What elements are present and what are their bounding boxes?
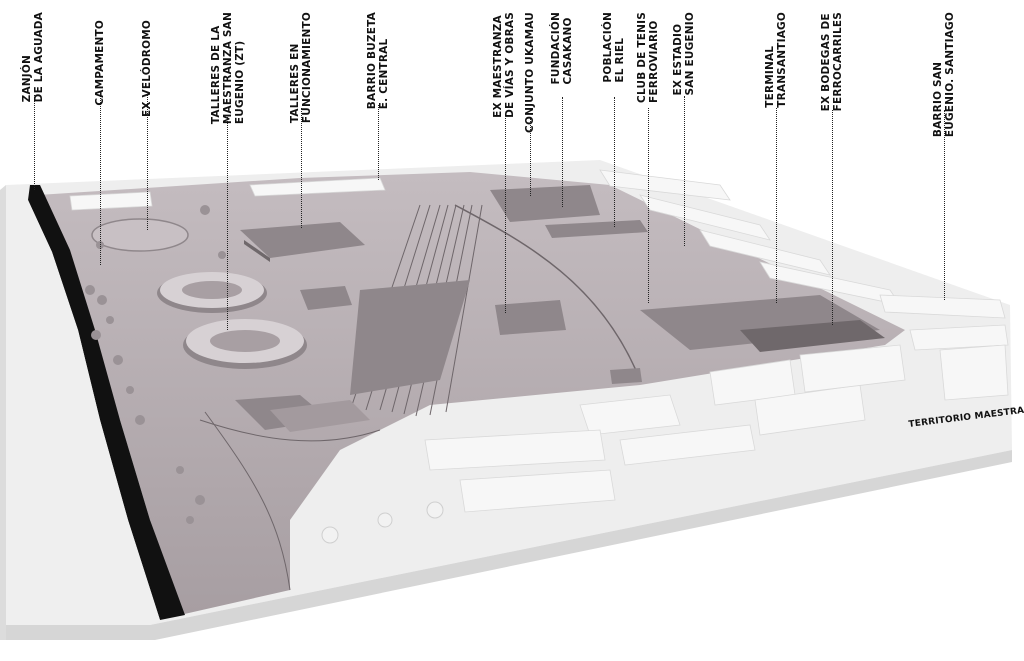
label-terminal: TERMINAL TRANSANTIAGO — [764, 12, 788, 108]
leader-bodegas — [832, 110, 833, 325]
leader-riel — [614, 97, 615, 227]
street-trees — [321, 501, 444, 544]
leader-casakano — [562, 97, 563, 207]
leader-zanjon — [34, 95, 35, 190]
leader-maestranza-vias — [505, 118, 506, 313]
base-side-left — [0, 185, 6, 640]
leader-club-tenis — [648, 108, 649, 303]
trees — [85, 205, 226, 524]
label-club-tenis: CLUB DE TENIS FERROVIARIO — [636, 12, 660, 103]
leader-terminal — [776, 108, 777, 303]
label-campamento: CAMPAMENTO — [94, 20, 106, 106]
label-poblacion-riel: POBLACIÓN EL RIEL — [602, 12, 626, 83]
label-zanjon: ZANJÓN DE LA AGUADA — [21, 12, 45, 103]
site-buildings — [235, 185, 885, 432]
leader-talleres-zt — [227, 115, 228, 330]
roundhouses — [157, 272, 307, 369]
label-ex-estadio: EX ESTADIO SAN EUGENIO — [672, 12, 696, 96]
label-conjunto-ukamau: CONJUNTO UKAMAU — [524, 12, 536, 133]
label-talleres-zt: TALLERES DE LA MAESTRANZA SAN EUGENIO (Z… — [210, 12, 246, 125]
zanjon-canal — [28, 185, 185, 620]
leader-buzeta — [378, 105, 379, 180]
leader-talleres-func — [301, 108, 302, 228]
label-talleres-func: TALLERES EN FUNCIONAMIENTO — [289, 12, 313, 124]
leader-san-eugenio — [944, 110, 945, 300]
ex-velodromo-shape — [91, 218, 189, 252]
leader-estadio — [684, 96, 685, 246]
label-barrio-san-eugenio: BARRIO SAN EUGENIO. SANTIAGO — [932, 12, 956, 138]
label-fundacion-casakano: FUNDACIÓN CASAKANO — [550, 12, 574, 85]
canal-bank — [6, 200, 160, 625]
label-ex-bodegas: EX BODEGAS DE FERROCARRILES — [820, 12, 844, 112]
label-ex-velodromo: EX VELÓDROMO — [141, 20, 153, 117]
neighborhood-blocks — [69, 169, 1009, 513]
leader-velodromo — [147, 95, 148, 230]
label-ex-maestranza-vias: EX MAESTRANZA DE VÍAS Y OBRAS — [492, 12, 516, 118]
leader-ukamau — [530, 118, 531, 196]
label-barrio-buzeta: BARRIO BUZETA E. CENTRAL — [366, 12, 390, 110]
leader-campamento — [100, 95, 101, 265]
